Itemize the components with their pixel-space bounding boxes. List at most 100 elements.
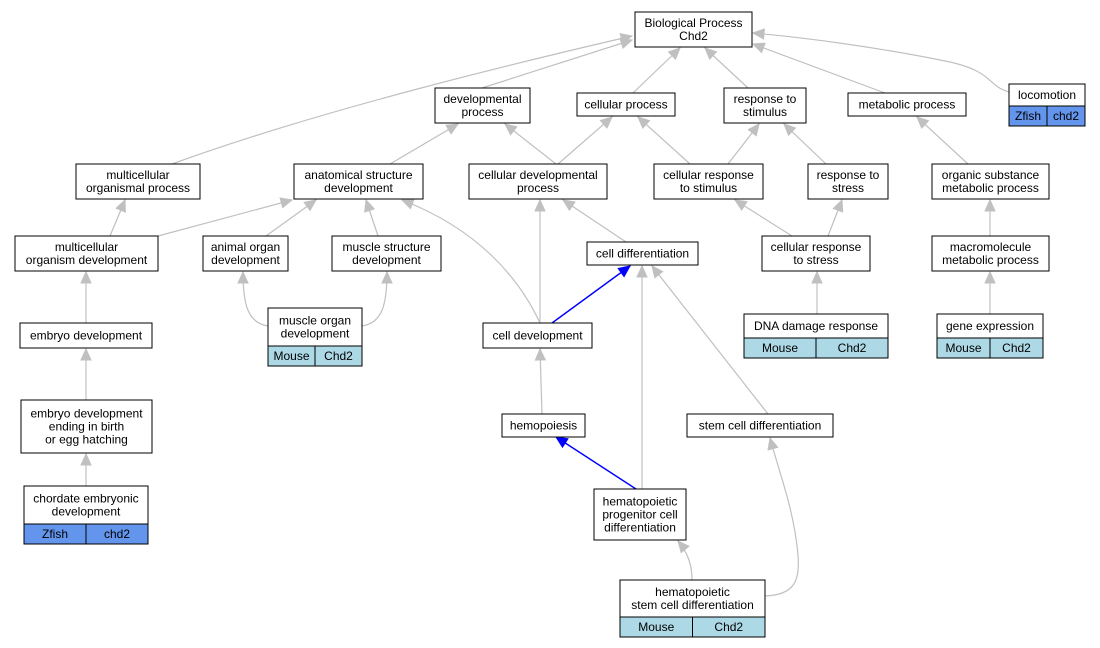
- node-label-line: Biological Process: [644, 16, 742, 30]
- node-label-line: developmental: [443, 92, 521, 106]
- node-label-line: hematopoietic: [655, 585, 730, 599]
- gene-cell: [815, 337, 889, 359]
- edge-stem_cell_differentiation-to-cell_differentiation: [651, 265, 769, 415]
- node-box: [634, 11, 753, 48]
- node-label-line: organismal process: [86, 181, 190, 195]
- node-stem-cell-differentiation[interactable]: stem cell differentiation: [686, 413, 834, 438]
- edge-cellular_response_to_stress-to-response_to_stress: [827, 198, 844, 237]
- edge-response_to_stress-to-response_to_stimulus: [783, 123, 827, 165]
- node-label-line: stimulus: [743, 105, 787, 119]
- edge-line: [752, 43, 886, 94]
- arrowhead-icon: [733, 199, 748, 212]
- node-cell-development[interactable]: cell development: [482, 322, 593, 349]
- edge-cellular_response_to_stress-to-cellular_response_to_stimulus: [733, 199, 793, 237]
- edge-hematopoietic_progenitor_cell_differentiation-to-hemopoiesis: [554, 436, 637, 490]
- edge-multicellular_organism_development-to-anatomical_structure_development: [157, 197, 294, 237]
- gene-label: Chd2: [838, 341, 867, 355]
- node-embryo-development[interactable]: embryo development: [19, 322, 153, 349]
- edge-line: [764, 437, 799, 597]
- node-hemopoiesis[interactable]: hemopoiesis: [501, 413, 586, 438]
- gene-cell: [1046, 105, 1086, 127]
- node-box: [434, 87, 531, 124]
- species-label: Zfish: [1015, 109, 1041, 123]
- arrowhead-icon: [667, 47, 681, 61]
- arrowhead-icon: [381, 270, 393, 284]
- node-box: [723, 87, 807, 124]
- species-label: Mouse: [638, 620, 674, 634]
- edge-line: [637, 116, 691, 165]
- arrowhead-icon: [811, 270, 823, 284]
- arrowhead-icon: [751, 42, 766, 54]
- gene-label: Chd2: [1002, 341, 1031, 355]
- node-label-line: cell development: [492, 329, 583, 343]
- edges-layer: [80, 28, 1010, 597]
- node-label-line: development: [324, 181, 393, 195]
- node-label-line: cell differentiation: [596, 247, 689, 261]
- node-cellular-process[interactable]: cellular process: [576, 92, 676, 117]
- arrowhead-icon: [561, 199, 576, 212]
- arrowhead-icon: [364, 198, 376, 213]
- node-label-line: development: [211, 253, 280, 267]
- edge-line: [916, 116, 969, 165]
- node-label-line: metabolic process: [859, 98, 956, 112]
- node-metabolic-process[interactable]: metabolic process: [847, 92, 967, 117]
- node-label-line: stem cell differentiation: [699, 419, 822, 433]
- arrowhead-icon: [984, 198, 996, 212]
- edge-line: [389, 123, 459, 165]
- node-box: [501, 413, 586, 438]
- edge-cellular_response_to_stimulus-to-cellular_process: [637, 116, 691, 165]
- node-label-line: Chd2: [679, 29, 708, 43]
- arrowhead-icon: [651, 265, 664, 279]
- edge-cellular_process-to-biological_process: [632, 47, 681, 94]
- node-box: [75, 163, 201, 200]
- node-label-line: DNA damage response: [754, 319, 878, 333]
- edge-response_to_stimulus-to-biological_process: [704, 47, 749, 89]
- node-label-line: organism development: [26, 253, 148, 267]
- edge-animal_organ_development-to-anatomical_structure_development: [265, 199, 317, 237]
- node-label-line: stem cell differentiation: [631, 598, 754, 612]
- arrowhead-icon: [599, 116, 613, 129]
- edge-cellular_developmental_process-to-cellular_process: [557, 116, 613, 165]
- arrowhead-icon: [115, 198, 126, 213]
- edge-line: [651, 265, 769, 415]
- edge-hematopoietic_progenitor_cell_differentiation-to-cell_differentiation: [636, 264, 648, 489]
- node-box: [593, 488, 687, 541]
- node-label-line: macromolecule: [950, 240, 1032, 254]
- node-box: [576, 92, 676, 117]
- node-label-line: development: [352, 253, 421, 267]
- node-box: [482, 322, 593, 349]
- node-label-line: muscle structure: [342, 240, 430, 254]
- edge-hemopoiesis-to-cell_development: [534, 347, 547, 415]
- node-label-line: ending in birth: [49, 420, 124, 434]
- edge-cell_development-to-cell_differentiation: [551, 265, 631, 324]
- node-cell-differentiation[interactable]: cell differentiation: [586, 241, 699, 266]
- species-label: Mouse: [945, 341, 981, 355]
- node-label-line: process: [517, 181, 559, 195]
- edge-embryo_development-to-multicellular_organism_development: [80, 270, 92, 323]
- arrowhead-icon: [554, 436, 569, 449]
- node-label-line: cellular developmental: [478, 168, 597, 182]
